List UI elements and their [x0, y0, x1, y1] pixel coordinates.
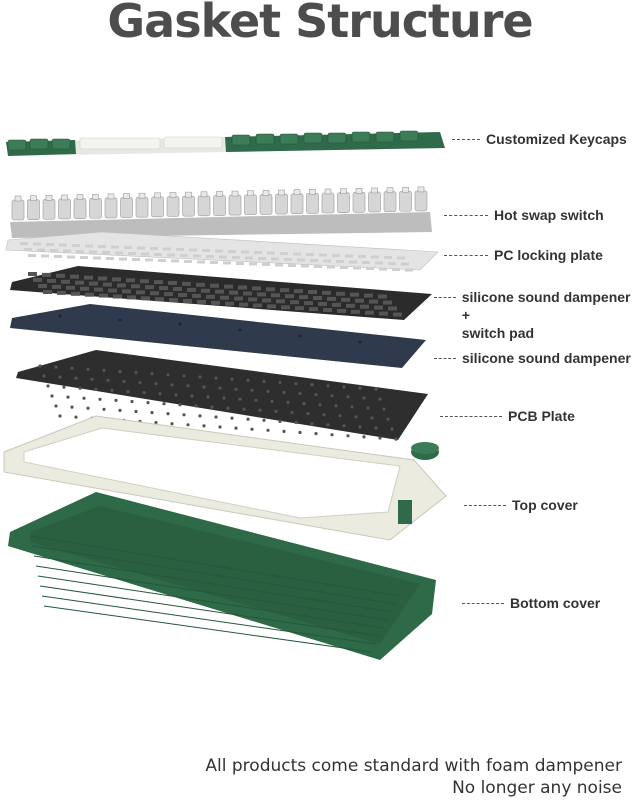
callout-top-cover: Top cover — [464, 496, 578, 514]
label-bottom-cover: Bottom cover — [510, 595, 601, 611]
callout-dampener-switchpad: silicone sound dampener + switch pad — [434, 288, 640, 342]
dampener-switchpad-layer — [10, 266, 432, 320]
keycaps-layer — [6, 130, 445, 156]
bottom-cover-layer — [8, 492, 436, 660]
switches-layer — [10, 186, 432, 238]
label-top-cover: Top cover — [512, 497, 578, 513]
footer-line-1: All products come standard with foam dam… — [205, 756, 622, 776]
label-dampener: silicone sound dampener — [462, 350, 631, 366]
pc-plate-layer — [5, 231, 439, 272]
pcb-layer — [16, 350, 428, 441]
label-pcb: PCB Plate — [508, 408, 575, 424]
footer-line-2: No longer any noise — [452, 778, 622, 798]
callout-pcb: PCB Plate — [440, 407, 575, 425]
label-keycaps: Customized Keycaps — [486, 131, 627, 147]
label-dampener-switchpad-line2: switch pad — [461, 325, 535, 341]
callout-dampener: silicone sound dampener — [434, 349, 631, 367]
dampener-layer — [10, 304, 426, 368]
label-hot-swap: Hot swap switch — [494, 207, 604, 223]
callout-pc-plate: PC locking plate — [444, 246, 603, 264]
callout-bottom-cover: Bottom cover — [462, 594, 600, 612]
label-dampener-switchpad-line1: silicone sound dampener + — [461, 289, 631, 323]
top-cover-layer — [3, 415, 447, 541]
page-title: Gasket Structure — [107, 0, 533, 48]
callout-keycaps: Customized Keycaps — [452, 130, 627, 148]
label-pc-plate: PC locking plate — [494, 247, 603, 263]
callout-hot-swap: Hot swap switch — [444, 206, 604, 224]
